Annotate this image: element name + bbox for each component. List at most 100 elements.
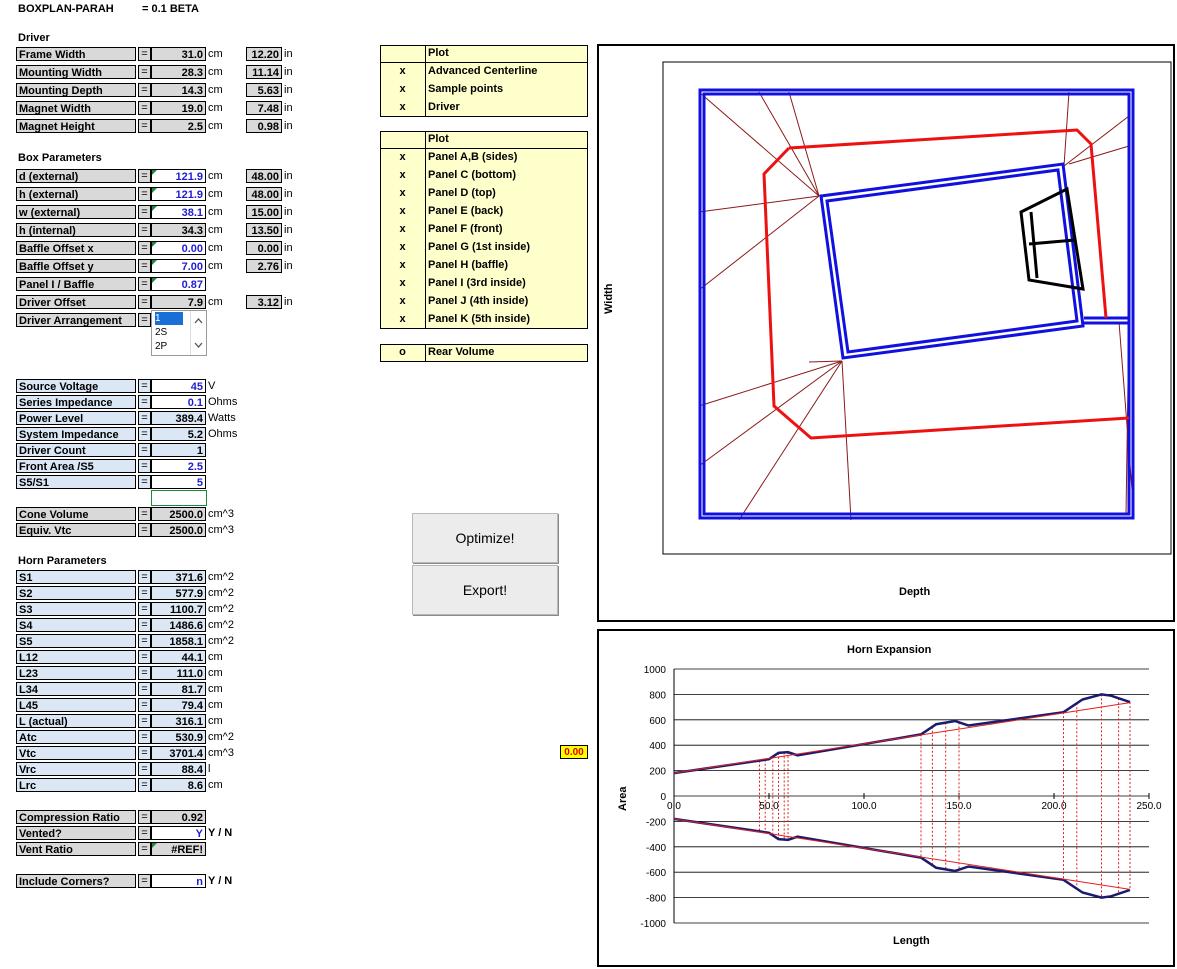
plot-row-divider <box>380 149 588 150</box>
row-value[interactable]: 45 <box>151 379 206 393</box>
equals-sign: = <box>138 714 151 728</box>
row-value: #REF! <box>151 842 206 856</box>
include-corners-input[interactable]: n <box>151 874 206 888</box>
series-line <box>673 702 1131 774</box>
row-unit: cm^2 <box>208 603 234 615</box>
row-conversion-unit: in <box>284 188 293 200</box>
row-conversion-unit: in <box>284 170 293 182</box>
row-value[interactable]: 121.9 <box>151 169 206 183</box>
equals-sign: = <box>138 570 151 584</box>
plot-toggle[interactable]: x <box>399 277 406 289</box>
row-label: Driver Arrangement <box>16 313 136 327</box>
row-value[interactable]: Y <box>151 826 206 840</box>
plot-toggle[interactable]: x <box>399 169 406 181</box>
comment-marker <box>152 260 157 265</box>
equals-sign: = <box>138 65 151 79</box>
row-label: Cone Volume <box>16 507 136 521</box>
row-label: Panel I / Baffle <box>16 277 136 291</box>
row-unit: cm^3 <box>208 747 234 759</box>
listbox-scrollbar[interactable] <box>190 311 206 355</box>
centerline <box>788 128 1108 319</box>
row-label: Include Corners? <box>16 874 136 888</box>
plot-toggle[interactable]: x <box>399 241 406 253</box>
row-value[interactable]: 0.87 <box>151 277 206 291</box>
equals-sign: = <box>138 259 151 273</box>
arrangement-option[interactable]: 2S <box>155 327 168 338</box>
sample-line <box>841 360 852 521</box>
row-unit: cm^3 <box>208 508 234 520</box>
row-label: Mounting Depth <box>16 83 136 97</box>
row-value: 14.3 <box>151 83 206 97</box>
row-conversion-unit: in <box>284 48 293 60</box>
arrangement-option[interactable]: 2P <box>155 341 168 352</box>
rear-volume-mark[interactable]: o <box>399 346 406 358</box>
series-line <box>673 693 1131 775</box>
row-label: Frame Width <box>16 47 136 61</box>
optimize-button[interactable]: Optimize! <box>412 513 558 563</box>
row-label: Vent Ratio <box>16 842 136 856</box>
row-value: 111.0 <box>151 666 206 680</box>
row-value: 371.6 <box>151 570 206 584</box>
selected-cell[interactable] <box>151 490 207 506</box>
plot-toggle[interactable]: x <box>399 83 406 95</box>
row-unit: cm <box>208 667 223 679</box>
row-label: Lrc <box>16 778 136 792</box>
comment-marker <box>152 170 157 175</box>
equals-sign: = <box>138 83 151 97</box>
row-value: 7.9 <box>151 295 206 309</box>
driver-shape <box>1028 238 1076 246</box>
plot-options-1 <box>380 45 588 117</box>
export-button[interactable]: Export! <box>412 565 558 615</box>
plot-row-divider <box>380 99 588 100</box>
row-label: S5/S1 <box>16 475 136 489</box>
row-value[interactable]: 2.5 <box>151 459 206 473</box>
series-line <box>673 818 1131 890</box>
sample-line <box>758 91 820 197</box>
plot-item-label: Panel I (3rd inside) <box>428 277 526 289</box>
row-value[interactable]: 7.00 <box>151 259 206 273</box>
equals-sign: = <box>138 101 151 115</box>
row-conversion-unit: in <box>284 84 293 96</box>
driver-arrangement-listbox[interactable]: 1 2S 2P <box>151 310 207 356</box>
plot-toggle[interactable]: x <box>399 259 406 271</box>
plot-toggle[interactable]: x <box>399 313 406 325</box>
plot-toggle[interactable]: x <box>399 101 406 113</box>
row-value[interactable]: 121.9 <box>151 187 206 201</box>
row-conversion: 12.20 <box>246 47 282 61</box>
plot2-header: Plot <box>428 133 449 145</box>
row-value[interactable]: 0.1 <box>151 395 206 409</box>
row-unit: cm <box>208 260 223 272</box>
row-value: 79.4 <box>151 698 206 712</box>
row-label: L23 <box>16 666 136 680</box>
row-value[interactable]: 38.1 <box>151 205 206 219</box>
row-value[interactable]: 5 <box>151 475 206 489</box>
row-conversion: 15.00 <box>246 205 282 219</box>
plot-row-divider <box>380 81 588 82</box>
y-tick-label: -600 <box>646 868 666 879</box>
plot-toggle[interactable]: x <box>399 223 406 235</box>
row-unit: cm^2 <box>208 731 234 743</box>
plot-row-divider <box>380 239 588 240</box>
comment-marker <box>152 188 157 193</box>
row-unit: cm <box>208 683 223 695</box>
box-layout-plot <box>662 61 1172 555</box>
arrangement-option[interactable]: 1 <box>155 312 183 325</box>
y-tick-label: 600 <box>649 716 666 727</box>
plot-toggle[interactable]: x <box>399 187 406 199</box>
equals-sign: = <box>138 223 151 237</box>
sample-line <box>698 195 820 213</box>
row-unit: cm <box>208 120 223 132</box>
row-value[interactable]: 0.00 <box>151 241 206 255</box>
plot-toggle[interactable]: x <box>399 295 406 307</box>
x-tick-label: 100.0 <box>851 801 876 812</box>
plot-toggle[interactable]: x <box>399 205 406 217</box>
outer-panel <box>702 92 1131 516</box>
row-unit: Y / N <box>208 875 233 887</box>
plot-row-divider <box>380 63 588 64</box>
plot-toggle[interactable]: x <box>399 65 406 77</box>
scroll-arrows-icon <box>194 318 203 348</box>
plot-toggle[interactable]: x <box>399 151 406 163</box>
row-label: Compression Ratio <box>16 810 136 824</box>
equals-sign: = <box>138 650 151 664</box>
